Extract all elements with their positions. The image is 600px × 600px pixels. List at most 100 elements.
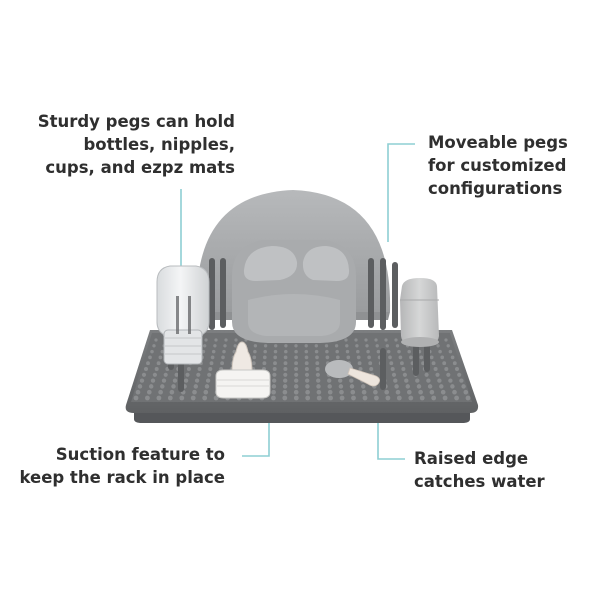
- tray-bump: [442, 395, 448, 401]
- tray-bump: [150, 378, 156, 383]
- callout-line: Raised edge: [414, 449, 529, 468]
- tray-bump: [391, 372, 397, 377]
- tray-bump: [442, 361, 447, 366]
- tray-bump: [358, 367, 363, 371]
- tray-bump: [283, 361, 288, 366]
- tray-bump: [338, 384, 344, 389]
- tray-bump: [316, 378, 321, 383]
- tray-bump: [355, 344, 359, 348]
- tray-bump: [334, 344, 339, 348]
- callout-line: keep the rack in place: [19, 468, 225, 487]
- tray-bump: [450, 384, 455, 389]
- tray-bump: [273, 349, 278, 354]
- tray-bump: [273, 355, 278, 360]
- tray-bump: [283, 378, 288, 383]
- tray-bump: [376, 349, 381, 354]
- callout-raised-edge: Raised edge catches water: [414, 447, 545, 493]
- tray-bump: [272, 367, 277, 371]
- tray-bump: [315, 361, 320, 366]
- tray-bump: [284, 344, 288, 348]
- tray-bump: [366, 349, 370, 354]
- tray-bump: [282, 395, 288, 401]
- tray-bump: [356, 349, 360, 354]
- tray-bump: [440, 389, 446, 395]
- tray-bump: [389, 361, 394, 366]
- tray-bump: [272, 372, 277, 377]
- tray-bump: [316, 389, 322, 395]
- callout-line: configurations: [428, 179, 563, 198]
- tray-bump: [208, 367, 213, 371]
- tray-bump: [294, 378, 299, 383]
- tray-bump: [345, 349, 350, 354]
- tray-bump: [452, 361, 457, 366]
- tray-bump: [408, 395, 414, 401]
- tray-bump: [253, 349, 257, 354]
- tray-bump: [294, 372, 299, 377]
- tray-bump: [438, 349, 442, 354]
- tray-bump: [139, 378, 145, 383]
- tray-bump: [349, 378, 354, 383]
- tray-bump: [141, 372, 147, 377]
- tray-bump: [263, 344, 268, 348]
- tray-bump: [293, 389, 299, 395]
- tray-bump: [316, 395, 322, 401]
- tray-bump: [222, 349, 226, 354]
- tray-bump: [152, 372, 157, 377]
- tray-bump: [252, 355, 257, 360]
- tray-bump: [394, 384, 399, 389]
- tray-bump: [271, 395, 276, 401]
- tray-bump: [315, 372, 320, 377]
- tray-bump: [211, 349, 216, 354]
- tray-bump: [388, 355, 392, 360]
- tray-bump: [179, 395, 185, 401]
- tray-bump: [283, 367, 288, 371]
- tray-bump: [448, 349, 453, 354]
- tray-bump: [373, 389, 378, 395]
- tray-bump: [305, 384, 310, 389]
- tray-bump: [426, 378, 431, 383]
- callout-line: bottles, nipples,: [83, 135, 235, 154]
- tray-bump: [450, 355, 455, 360]
- tray-bump: [418, 389, 423, 395]
- mini-mat-icon: [196, 190, 391, 343]
- tray-bump: [397, 349, 401, 354]
- callout-line: Moveable pegs: [428, 133, 568, 152]
- tray-bump: [214, 338, 218, 342]
- tray-bump: [137, 384, 143, 389]
- tray-bump: [335, 349, 339, 354]
- tray-bump: [339, 395, 345, 401]
- tray-bump: [435, 372, 440, 377]
- glass-bottle-icon: [156, 265, 210, 365]
- tray-bump: [454, 395, 459, 401]
- tray-bump: [457, 372, 462, 377]
- tray-bump: [304, 349, 309, 354]
- tray-bump: [253, 344, 258, 348]
- tray-bump: [406, 389, 412, 395]
- tray-bump: [209, 361, 214, 366]
- tray-bump: [203, 344, 207, 348]
- tray-bump: [452, 389, 457, 395]
- tray-bump: [395, 344, 400, 348]
- tray-bump: [202, 395, 208, 401]
- tray-bump: [314, 349, 319, 354]
- tray-bump: [427, 384, 433, 389]
- tray-bump: [374, 338, 378, 342]
- tray-bump: [401, 367, 406, 371]
- tray-bump: [374, 395, 379, 401]
- callout-line: cups, and ezpz mats: [45, 158, 235, 177]
- tray-bump: [429, 355, 434, 360]
- tray-bump: [375, 344, 379, 348]
- tray-bump: [213, 395, 219, 401]
- tray-bump: [368, 361, 373, 366]
- tray-bump: [160, 349, 165, 354]
- tray-bump: [444, 367, 449, 371]
- tray-bump: [396, 395, 402, 401]
- tray-bump: [135, 389, 141, 395]
- tray-bump: [369, 367, 374, 371]
- tray-bump: [314, 344, 318, 348]
- tray-bump: [154, 338, 158, 342]
- tray-bump: [384, 389, 390, 395]
- tray-bump: [156, 361, 161, 366]
- tray-bump: [201, 349, 206, 354]
- tray-bump: [357, 361, 362, 366]
